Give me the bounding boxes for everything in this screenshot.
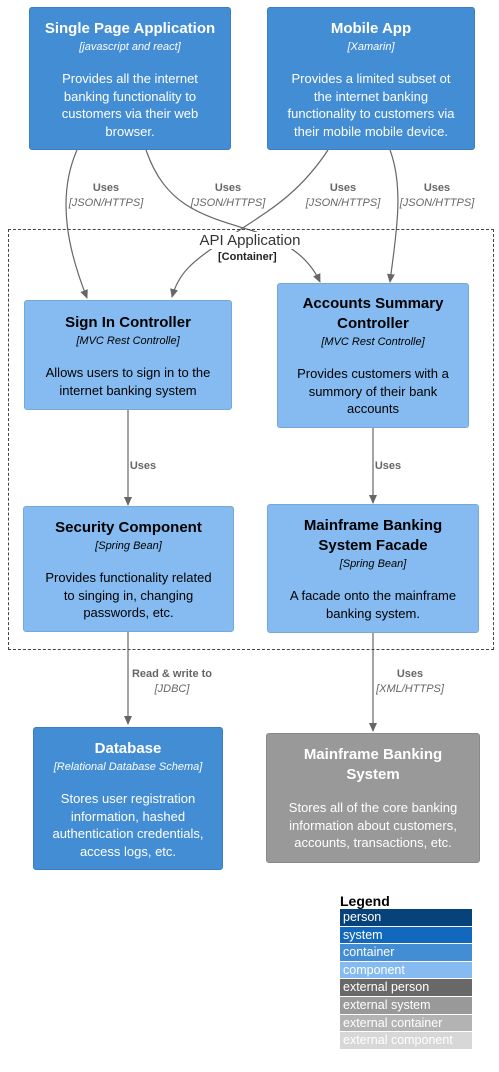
legend-item-external-container: external container <box>340 1014 472 1033</box>
arrow-spa-to-accounts <box>145 149 321 283</box>
legend-item-external-component: external component <box>340 1032 472 1050</box>
rel-security-database-label: Read & write to [JDBC] <box>131 668 213 695</box>
mobile-tech: [Xamarin] <box>347 41 395 53</box>
spa-title: Single Page Application <box>44 20 216 37</box>
legend-item-component: component <box>340 961 472 980</box>
rel-spa-accounts-label: Uses [JSON/HTTPS] <box>190 182 266 209</box>
rel-mobile-accounts-label: Uses [JSON/HTTPS] <box>399 182 475 209</box>
database-container: Database [Relational Database Schema] St… <box>33 727 223 870</box>
boundary-title: API Application <box>150 232 350 249</box>
facade-tech: [Spring Bean] <box>339 558 407 570</box>
legend-item-external-person: external person <box>340 979 472 997</box>
legend-item-container: container <box>340 944 472 962</box>
arrow-spa-to-signin <box>65 149 88 299</box>
api-application-boundary <box>8 229 494 650</box>
accounts-tech: [MVC Rest Controlle] <box>321 336 425 348</box>
security-tech: [Spring Bean] <box>95 540 162 552</box>
legend-item-person: person <box>340 909 472 927</box>
legend-item-system: system <box>340 926 472 945</box>
signin-tech: [MVC Rest Controlle] <box>76 335 180 347</box>
rel-mobile-signin-label: Uses [JSON/HTTPS] <box>305 182 381 209</box>
legend-item-external-system: external system <box>340 996 472 1015</box>
arrow-mobile-to-accounts <box>386 149 399 283</box>
signin-title: Sign In Controller <box>65 314 191 331</box>
spa-tech: [javascript and react] <box>79 41 181 53</box>
database-tech: [Relational Database Schema] <box>53 761 203 773</box>
spa-container: Single Page Application [javascript and … <box>29 7 231 150</box>
signin-controller: Sign In Controller [MVC Rest Controlle] … <box>24 300 232 410</box>
database-title: Database <box>94 740 162 757</box>
boundary-subtitle: [Container] <box>218 251 277 263</box>
legend-title: Legend <box>340 893 390 909</box>
security-title: Security Component <box>55 519 202 536</box>
mobile-title: Mobile App <box>330 20 412 37</box>
security-component: Security Component [Spring Bean] Provide… <box>23 506 234 632</box>
rel-accounts-facade-label: Uses <box>374 460 402 472</box>
mobile-app-container: Mobile App [Xamarin] Provides a limited … <box>267 7 475 150</box>
rel-signin-security-label: Uses <box>129 460 157 472</box>
rel-facade-mainframe-label: Uses [XML/HTTPS] <box>376 668 444 695</box>
rel-spa-signin-label: Uses [JSON/HTTPS] <box>68 182 144 209</box>
